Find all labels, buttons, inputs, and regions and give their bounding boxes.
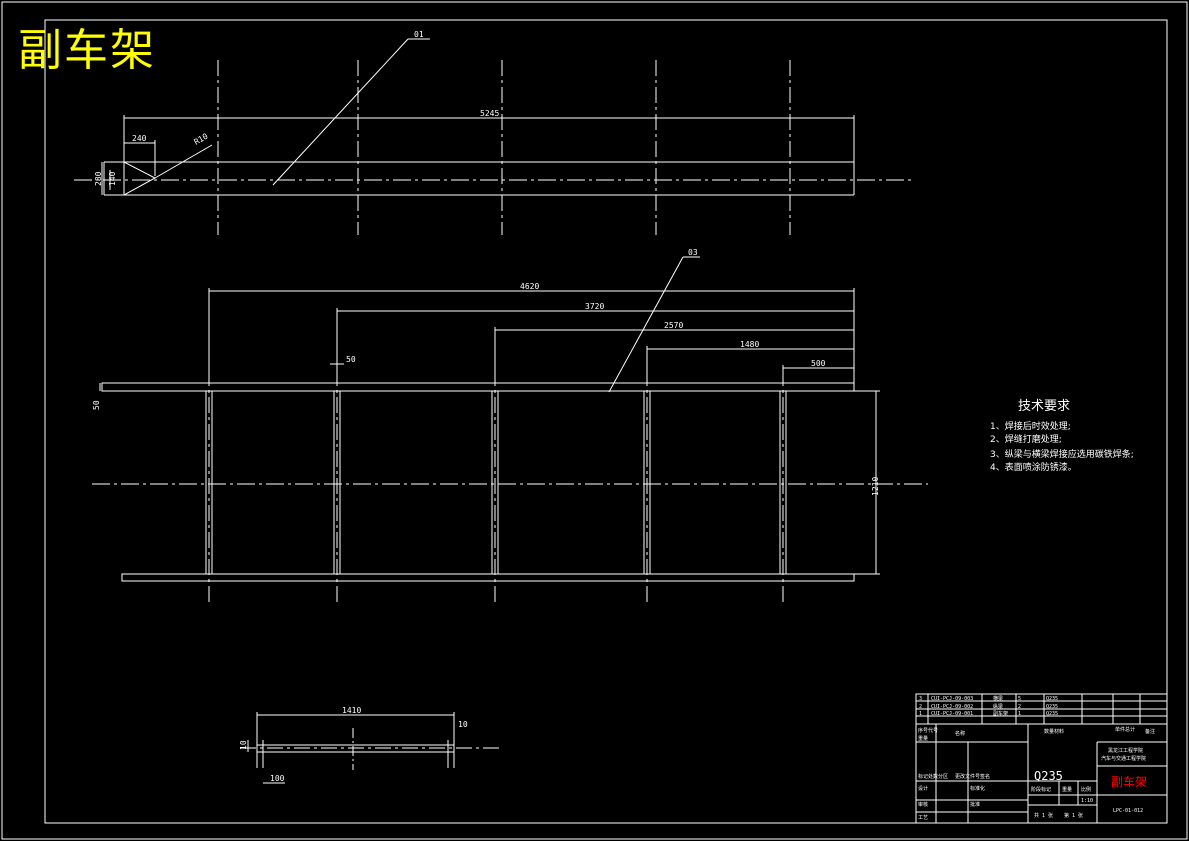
dim-500: 500	[811, 359, 826, 368]
bom-no-2: 2	[919, 704, 922, 710]
bom-name-2: 纵梁	[993, 703, 1003, 710]
tb-r-std: 标准化	[970, 785, 985, 792]
tech-item-2: 2、焊缝打磨处理;	[990, 435, 1062, 445]
drawing-title: 副车架	[18, 25, 156, 76]
dim-1480: 1480	[740, 340, 759, 349]
dim-4620: 4620	[520, 282, 539, 291]
dim-50-left: 50	[92, 400, 101, 410]
dim-3720: 3720	[585, 302, 604, 311]
tb-r-review: 审核	[918, 801, 928, 808]
tb-r-marks: 标记处数分区	[918, 773, 948, 780]
tb-r-craft: 工艺	[918, 815, 928, 821]
tb-r-approve: 批准	[970, 801, 980, 808]
section-view	[240, 712, 500, 784]
bom-code-2: CUI-PCJ-09-002	[931, 704, 973, 710]
label-part-03: 03	[688, 248, 698, 257]
bom-code-1: CUI-PCJ-09-003	[931, 696, 973, 702]
tb-weight-col: 重量	[1062, 786, 1072, 793]
dim-50-top: 50	[346, 355, 356, 364]
label-part-01: 01	[414, 30, 424, 39]
tb-material: Q235	[1034, 769, 1063, 783]
tb-r-sign: 更改文件号签名	[955, 773, 990, 780]
dim-1410: 1410	[342, 706, 361, 715]
dim-240: 240	[132, 134, 147, 143]
tb-r-weight: 重量	[918, 735, 928, 742]
tech-item-4: 4、表面喷涂防锈漆。	[990, 463, 1077, 473]
dim-5245: 5245	[480, 109, 499, 118]
bom-mat-2: Q235	[1046, 704, 1058, 710]
dim-r10: R10	[193, 132, 210, 147]
tb-school: 黑龙江工程学院	[1108, 747, 1143, 754]
bom-qty-2: 2	[1018, 704, 1021, 710]
tb-h-qty: 数量材料	[1044, 728, 1064, 735]
dim-140: 140	[108, 171, 117, 186]
tb-h-unit: 单件总计	[1115, 726, 1135, 733]
tb-stage: 阶段标记	[1031, 786, 1051, 793]
bom-qty-3: 1	[1018, 711, 1021, 717]
tech-title: 技术要求	[1018, 399, 1071, 414]
tb-sheets: 共 1 张	[1034, 812, 1053, 819]
tech-item-1: 1、焊接后时效处理;	[990, 422, 1071, 432]
bom-mat-1: Q235	[1046, 696, 1058, 702]
tb-h-note: 备注	[1145, 728, 1155, 735]
tb-scale-col: 比例	[1081, 786, 1091, 793]
tb-drawing-name: 副车架	[1111, 774, 1147, 789]
bom-mat-3: Q235	[1046, 711, 1058, 717]
tb-r-design: 设计	[918, 785, 928, 792]
tb-dept: 汽车与交通工程学院	[1101, 755, 1146, 762]
bom-name-1: 横梁	[993, 695, 1003, 702]
tb-scale: 1:10	[1081, 798, 1093, 804]
tb-drawing-no: LPC-01-012	[1113, 808, 1143, 814]
title-block-lines	[915, 693, 1168, 824]
bom-no-3: 1	[919, 711, 922, 717]
dim-2570: 2570	[664, 321, 683, 330]
tb-h-name: 名称	[955, 730, 965, 737]
dim-280: 280	[94, 171, 103, 186]
bom-code-3: CUI-PCJ-09-001	[931, 711, 973, 717]
bom-name-3: 副车架	[993, 710, 1008, 717]
bom-no-1: 3	[919, 696, 922, 702]
front-view	[92, 256, 928, 602]
dim-1210: 1210	[871, 477, 880, 496]
tech-item-3: 3、纵梁与横梁焊接应选用碳铁焊条;	[990, 450, 1134, 460]
dim-100: 100	[270, 774, 285, 783]
bom-qty-1: 5	[1018, 696, 1021, 702]
inner-border	[44, 19, 1168, 824]
dim-10-left: 10	[239, 740, 248, 750]
dim-10-right: 10	[458, 720, 468, 729]
tb-h-no: 序号代号	[918, 727, 938, 734]
top-view	[74, 38, 912, 235]
tb-sheet: 第 1 张	[1064, 812, 1083, 819]
